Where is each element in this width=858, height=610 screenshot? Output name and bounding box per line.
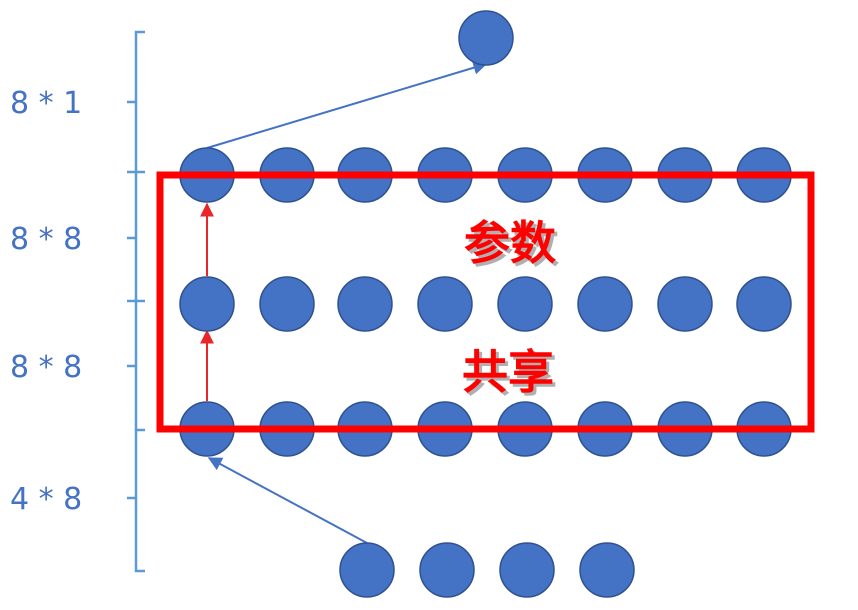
input-node <box>419 542 475 598</box>
input-node <box>339 542 395 598</box>
hidden-2-node <box>736 276 792 332</box>
hidden-2-node <box>577 276 633 332</box>
output-layer <box>458 10 514 66</box>
hidden-layer-2 <box>179 276 792 332</box>
bracket-main-line <box>134 30 145 430</box>
hidden-2-node <box>497 276 553 332</box>
layer-dim-label: 8 * 8 <box>10 222 82 257</box>
hidden-2-node <box>657 276 713 332</box>
shared-parameters-box <box>156 171 815 433</box>
dimension-labels: 8 * 1 8 * 8 8 * 8 4 * 8 <box>10 86 82 517</box>
hidden-2-node <box>259 276 315 332</box>
box-caption: 参数 参数 共享 共享 <box>462 216 559 402</box>
input-layer <box>339 542 635 598</box>
input-node <box>579 542 635 598</box>
input-connector-arrow <box>207 457 368 544</box>
output-node <box>458 10 514 66</box>
box-text-line-2: 共享 <box>462 345 554 399</box>
output-connector-arrow <box>206 60 488 149</box>
box-text-shadow: 共享 <box>465 348 557 402</box>
box-text-shadow: 参数 <box>467 219 559 273</box>
hidden-2-node <box>337 276 393 332</box>
layer-dim-label: 8 * 1 <box>10 86 82 121</box>
layer-dim-label: 8 * 8 <box>10 350 82 385</box>
bracket-lower-line <box>134 428 145 573</box>
box-text-line-1: 参数 <box>464 216 556 270</box>
input-node <box>499 542 555 598</box>
layer-dim-label: 4 * 8 <box>10 482 82 517</box>
dimension-bracket <box>127 30 145 573</box>
hidden-2-node <box>417 276 473 332</box>
hidden-2-node <box>179 276 235 332</box>
